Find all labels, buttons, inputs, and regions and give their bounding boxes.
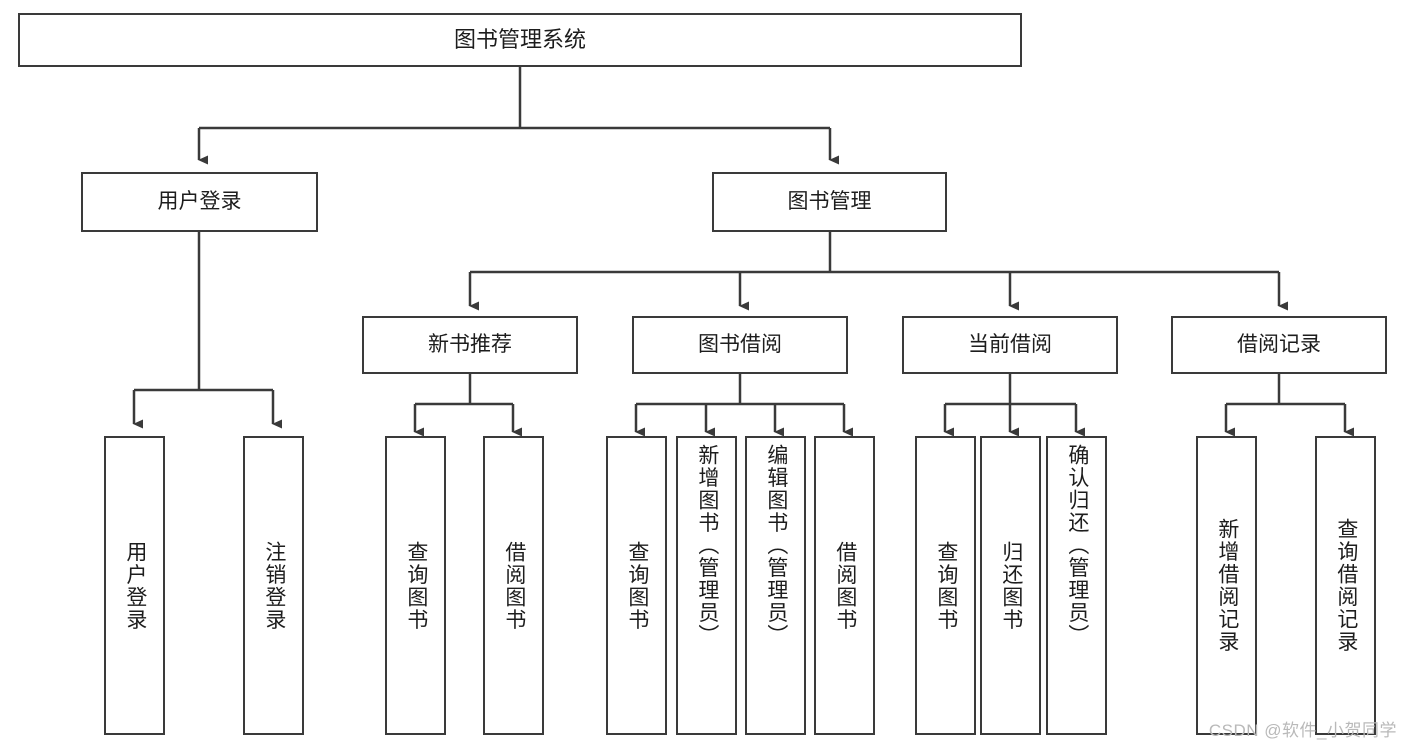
node-book-management[interactable]: 图书管理: [712, 172, 947, 232]
leaf-borrow-query-book[interactable]: 查询图书: [606, 436, 667, 735]
node-user-login[interactable]: 用户登录: [81, 172, 318, 232]
leaf-confirm-return-admin[interactable]: 确认归还（管理员）: [1046, 436, 1107, 735]
node-book-management-label: 图书管理: [787, 190, 872, 214]
leaf-add-borrow-record-label: 新增借阅记录: [1215, 518, 1239, 653]
leaf-return-book-label: 归还图书: [999, 540, 1023, 631]
watermark: CSDN @软件_小贺同学: [1208, 721, 1397, 740]
leaf-new-book-borrow-label: 借阅图书: [502, 540, 526, 631]
node-new-book-recommend-label: 新书推荐: [428, 333, 512, 357]
leaf-new-book-query[interactable]: 查询图书: [385, 436, 446, 735]
leaf-logout[interactable]: 注销登录: [243, 436, 304, 735]
leaf-add-book-admin[interactable]: 新增图书（管理员）: [676, 436, 737, 735]
leaf-edit-book-admin[interactable]: 编辑图书（管理员）: [745, 436, 806, 735]
node-user-login-label: 用户登录: [157, 190, 242, 214]
leaf-new-book-query-label: 查询图书: [404, 540, 428, 631]
node-root[interactable]: 图书管理系统: [18, 13, 1022, 67]
node-current-borrow-label: 当前借阅: [968, 333, 1052, 357]
node-root-label: 图书管理系统: [453, 26, 586, 52]
node-book-borrow[interactable]: 图书借阅: [632, 316, 848, 374]
leaf-confirm-return-admin-label: 确认归还（管理员）: [1065, 444, 1089, 647]
leaf-edit-book-admin-label: 编辑图书（管理员）: [764, 444, 788, 647]
leaf-query-borrow-record-label: 查询借阅记录: [1334, 518, 1358, 653]
leaf-borrow-book-label: 借阅图书: [833, 540, 857, 631]
leaf-user-login-label: 用户登录: [123, 540, 147, 631]
leaf-new-book-borrow[interactable]: 借阅图书: [483, 436, 544, 735]
node-new-book-recommend[interactable]: 新书推荐: [362, 316, 578, 374]
node-current-borrow[interactable]: 当前借阅: [902, 316, 1118, 374]
leaf-query-borrow-record[interactable]: 查询借阅记录: [1315, 436, 1376, 735]
leaf-current-query-book-label: 查询图书: [934, 540, 958, 631]
leaf-current-query-book[interactable]: 查询图书: [915, 436, 976, 735]
leaf-borrow-query-book-label: 查询图书: [625, 540, 649, 631]
node-borrow-record-label: 借阅记录: [1237, 333, 1321, 357]
leaf-logout-label: 注销登录: [262, 540, 286, 631]
leaf-add-book-admin-label: 新增图书（管理员）: [695, 444, 719, 647]
leaf-add-borrow-record[interactable]: 新增借阅记录: [1196, 436, 1257, 735]
leaf-return-book[interactable]: 归还图书: [980, 436, 1041, 735]
leaf-user-login[interactable]: 用户登录: [104, 436, 165, 735]
node-book-borrow-label: 图书借阅: [698, 333, 782, 357]
node-borrow-record[interactable]: 借阅记录: [1171, 316, 1387, 374]
leaf-borrow-book[interactable]: 借阅图书: [814, 436, 875, 735]
